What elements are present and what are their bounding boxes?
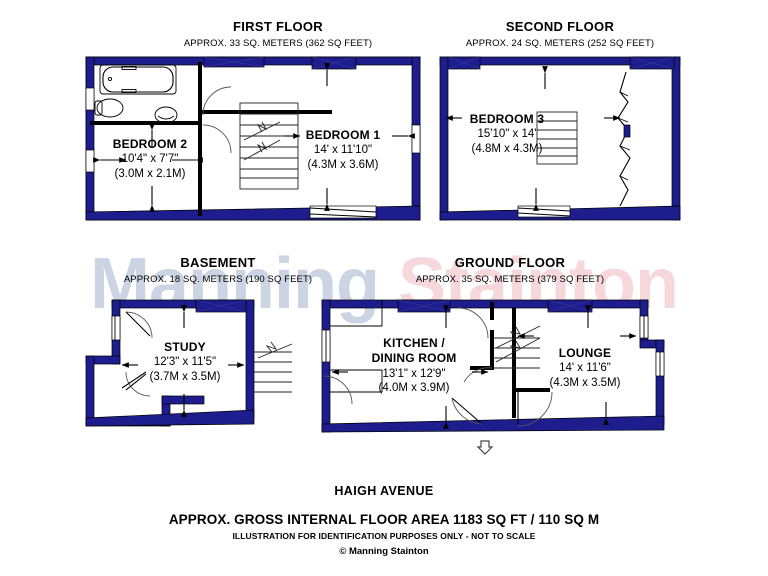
room-dim-imperial-study: 12'3" x 11'5" [153, 356, 217, 369]
ground-floor-dimensions [331, 305, 637, 429]
room-label-lounge: LOUNGE 14' x 11'6" (4.3M x 3.5M) [530, 346, 640, 391]
first-floor-plan [85, 56, 421, 221]
room-name-kitchen-line2: DINING ROOM [371, 351, 457, 366]
room-dim-imperial-kitchen: 13'1" x 12'9" [382, 367, 446, 380]
room-dim-metric-bedroom-1: (4.3M x 3.6M) [307, 159, 379, 172]
first-floor-stairs [239, 102, 299, 190]
room-name-lounge: LOUNGE [558, 346, 612, 360]
disclaimer-text: ILLUSTRATION FOR IDENTIFICATION PURPOSES… [232, 531, 536, 541]
room-dim-metric-lounge: (4.3M x 3.5M) [549, 377, 621, 390]
street-name: HAIGH AVENUE [334, 484, 434, 498]
floor-title-second-floor: SECOND FLOOR [505, 19, 615, 34]
room-dim-metric-study: (3.7M x 3.5M) [149, 371, 221, 384]
basement-plan [85, 299, 293, 427]
floor-title-basement: BASEMENT [180, 255, 256, 270]
second-floor-plan [439, 56, 681, 221]
room-name-kitchen-line1: KITCHEN / [383, 336, 445, 350]
entrance-arrow [476, 440, 494, 455]
copyright-text: © Manning Stainton [339, 546, 429, 557]
room-name-bedroom-1: BEDROOM 1 [305, 128, 381, 142]
floor-title-ground-floor: GROUND FLOOR [454, 255, 566, 270]
basement-stairs [254, 341, 293, 393]
room-dim-metric-bedroom-2: (3.0M x 2.1M) [114, 168, 186, 181]
room-label-kitchen-dining-room: KITCHEN / DINING ROOM 13'1" x 12'9" (4.0… [355, 336, 473, 396]
floor-subtitle-basement: APPROX. 18 SQ. METERS (190 SQ FEET) [123, 274, 313, 285]
room-dim-imperial-bedroom-3: 15'10" x 14' [477, 128, 537, 141]
first-floor-dimensions [93, 63, 415, 212]
room-dim-metric-bedroom-3: (4.8M x 4.3M) [471, 143, 543, 156]
room-label-bedroom-2: BEDROOM 2 10'4" x 7'7" (3.0M x 2.1M) [95, 137, 205, 182]
room-dim-imperial-bedroom-2: 10'4" x 7'7" [121, 153, 179, 166]
basement-dimensions [121, 305, 245, 417]
room-name-study: STUDY [164, 340, 206, 354]
room-label-bedroom-1: BEDROOM 1 14' x 11'10" (4.3M x 3.6M) [288, 128, 398, 173]
floor-subtitle-first-floor: APPROX. 33 SQ. METERS (362 SQ FEET) [183, 38, 373, 49]
floor-subtitle-ground-floor: APPROX. 35 SQ. METERS (379 SQ FEET) [415, 274, 605, 285]
room-name-bedroom-3: BEDROOM 3 [469, 112, 545, 126]
room-label-study: STUDY 12'3" x 11'5" (3.7M x 3.5M) [130, 340, 240, 385]
room-label-bedroom-3: BEDROOM 3 15'10" x 14' (4.8M x 4.3M) [448, 112, 566, 157]
room-name-bedroom-2: BEDROOM 2 [112, 137, 188, 151]
gross-internal-area: APPROX. GROSS INTERNAL FLOOR AREA 1183 S… [168, 512, 600, 527]
floor-title-first-floor: FIRST FLOOR [233, 19, 323, 34]
second-floor-stairs [536, 111, 578, 165]
room-dim-metric-kitchen: (4.0M x 3.9M) [378, 382, 450, 395]
ground-floor-stairs [494, 325, 541, 369]
second-floor-dimensions [445, 66, 621, 211]
room-dim-imperial-bedroom-1: 14' x 11'10" [313, 144, 373, 157]
floor-subtitle-second-floor: APPROX. 24 SQ. METERS (252 SQ FEET) [465, 38, 655, 49]
room-dim-imperial-lounge: 14' x 11'6" [559, 362, 611, 375]
ground-floor-plan [321, 299, 665, 455]
